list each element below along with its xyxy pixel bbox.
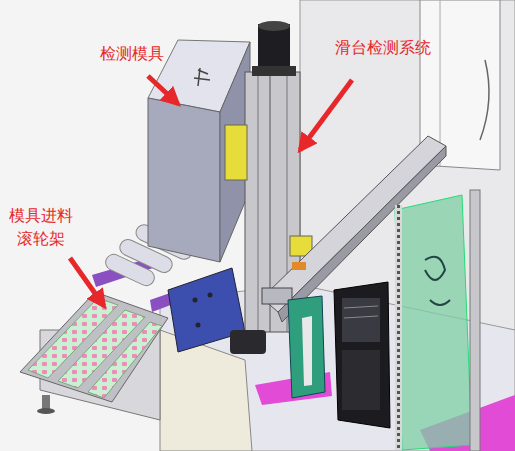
part-label: 滑台检测系统 [323,36,443,59]
part-label: 模具进料 滚轮架 [4,204,78,250]
part-label: 检测模具 [92,42,172,65]
